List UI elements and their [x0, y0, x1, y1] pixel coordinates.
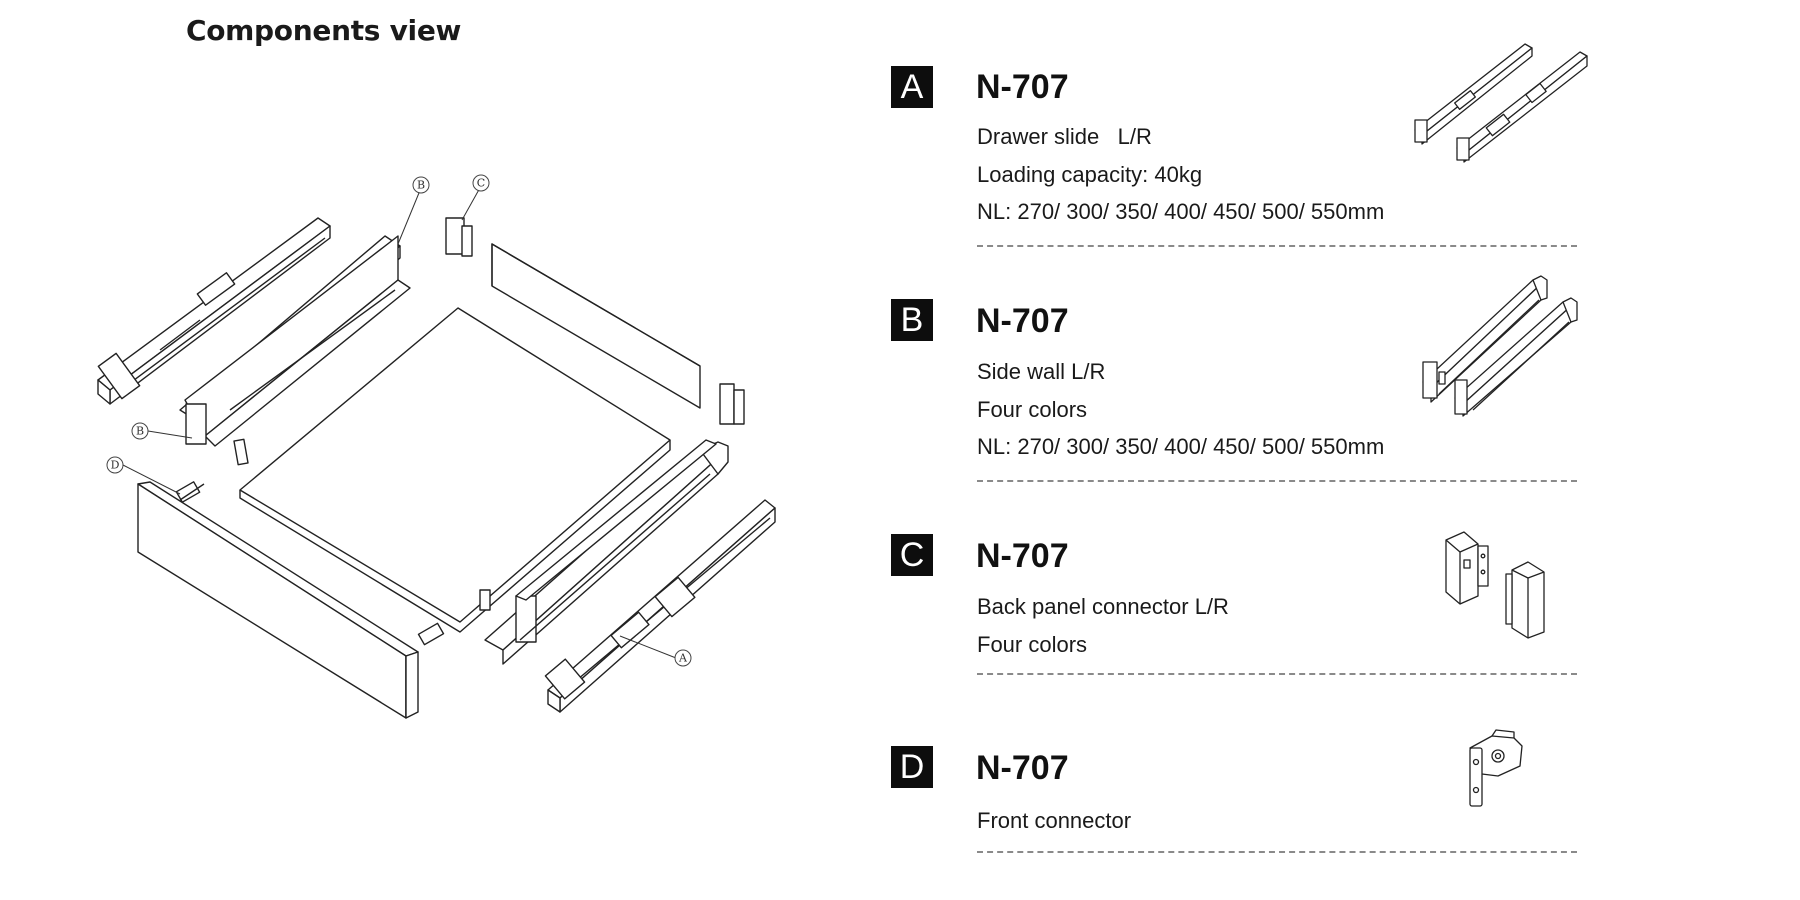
part-letter-badge: D [891, 746, 933, 788]
part-model: N-707 [976, 68, 1069, 106]
part-letter-badge: C [891, 534, 933, 576]
left-side-wall [179, 235, 411, 447]
right-drawer-slide [544, 499, 776, 713]
callout-a-slide: A [678, 652, 688, 665]
part-model: N-707 [976, 537, 1069, 575]
back-panel-connector-pair-icon [1445, 531, 1545, 639]
part-line: Back panel connector L/R [977, 594, 1229, 619]
part-model: N-707 [976, 302, 1069, 340]
back-connector-right [719, 383, 745, 425]
part-separator [977, 673, 1577, 675]
front-connector-d [175, 481, 205, 503]
part-model: N-707 [976, 749, 1069, 787]
callout-b-side: B [136, 425, 144, 438]
callout-c-top: C [477, 177, 485, 190]
part-letter-badge: A [891, 66, 933, 108]
part-line: Drawer slide L/R [977, 124, 1152, 149]
drawer-slide-pair-icon [1414, 43, 1588, 163]
back-connector-c [445, 217, 473, 257]
part-separator [977, 245, 1577, 247]
part-line: Loading capacity: 40kg [977, 162, 1203, 187]
right-side-wall [484, 439, 729, 665]
side-wall-pair-icon [1422, 275, 1578, 417]
part-line: NL: 270/ 300/ 350/ 400/ 450/ 500/ 550mm [977, 199, 1385, 224]
part-line: NL: 270/ 300/ 350/ 400/ 450/ 500/ 550mm [977, 434, 1385, 459]
part-line: Side wall L/R [977, 359, 1106, 384]
front-connector-icon [1469, 729, 1523, 807]
callout-b-top: B [417, 179, 425, 192]
part-separator [977, 480, 1577, 482]
part-letter-badge: B [891, 299, 933, 341]
part-line: Four colors [977, 632, 1088, 657]
callout-d-front: D [111, 459, 120, 472]
page-title: Components view [186, 14, 462, 47]
left-drawer-slide [97, 217, 331, 405]
part-separator [977, 851, 1577, 853]
part-line: Front connector [977, 808, 1132, 833]
exploded-drawer-diagram: B C B D A [97, 174, 776, 719]
part-line: Four colors [977, 397, 1088, 422]
